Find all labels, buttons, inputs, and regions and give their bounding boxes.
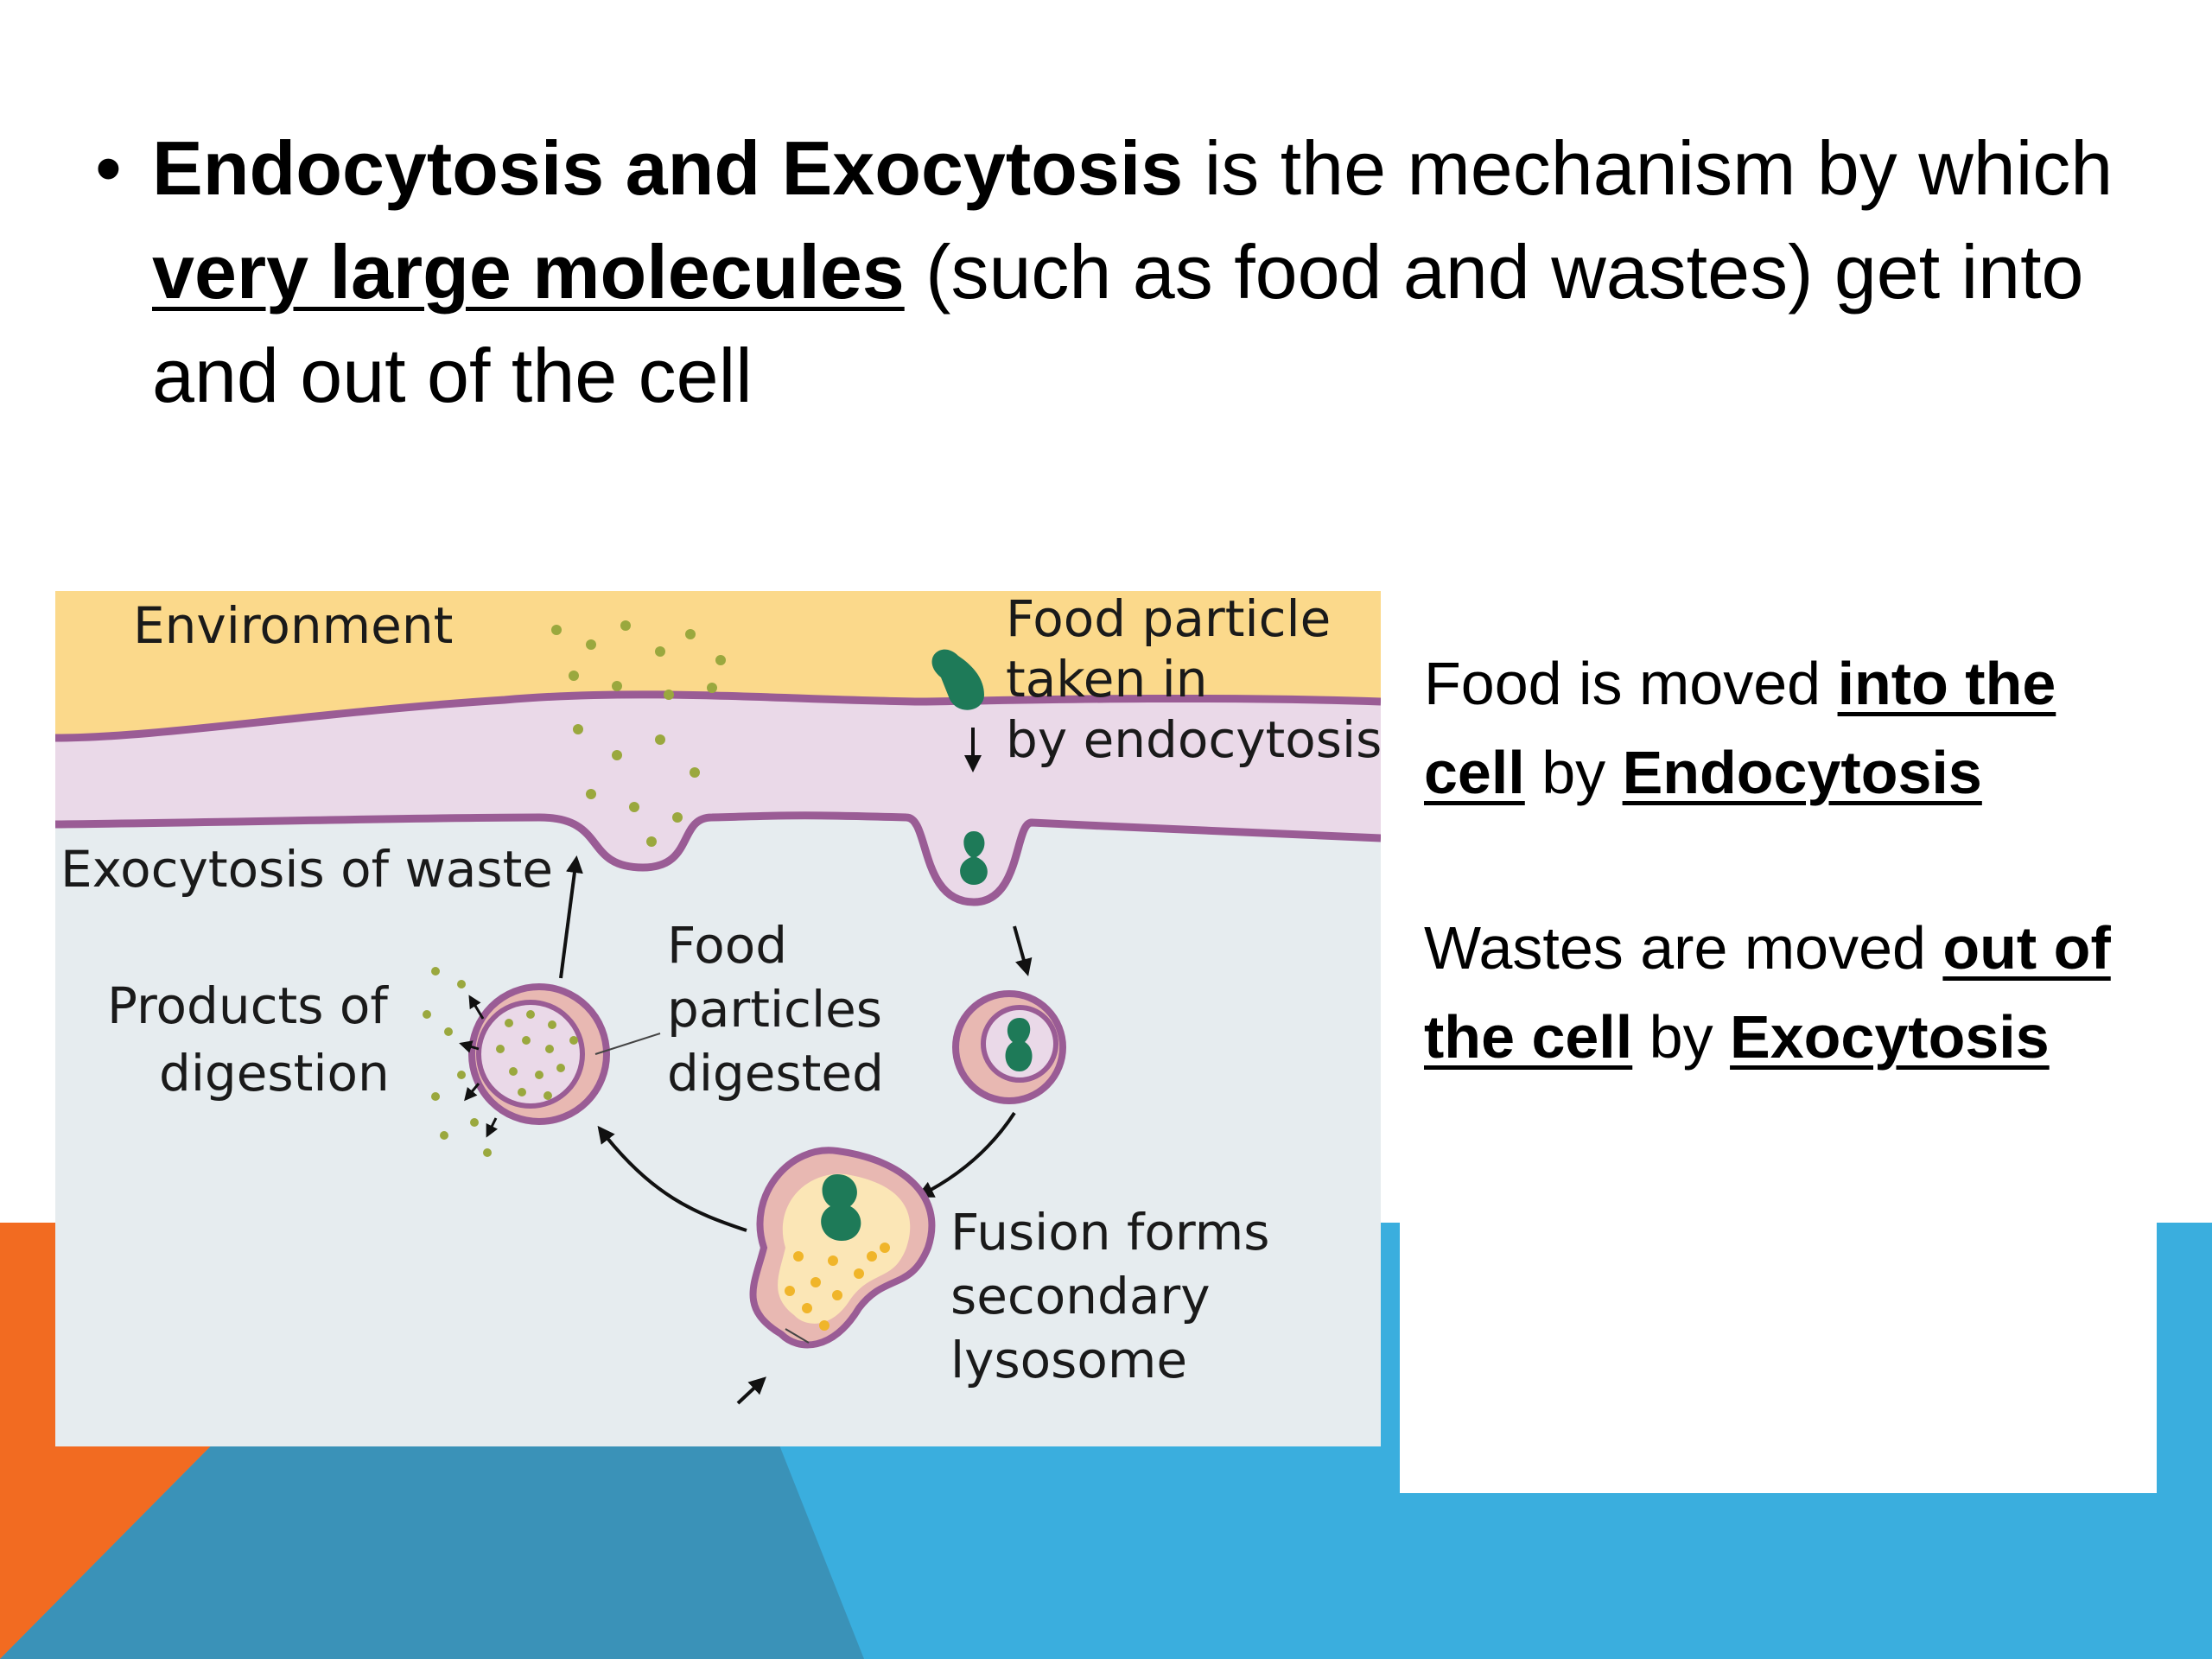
food-particle-outside <box>931 649 984 710</box>
endocytosis-summary: Food is moved into the cell by Endocytos… <box>1424 650 2056 806</box>
label-food-digested-line-2: particles <box>667 980 882 1039</box>
label-fusion-line-2: secondary <box>950 1267 1211 1325</box>
bullet-point: • Endocytosis and Exocytosis is the mech… <box>95 117 2134 428</box>
bullet-text: Endocytosis and Exocytosis is the mechan… <box>152 125 2113 418</box>
outer-membrane-line <box>55 690 1381 742</box>
label-food-particle-line-3: by endocytosis <box>1006 710 1381 769</box>
side-text-box: Food is moved into the cell by Endocytos… <box>1400 639 2157 1493</box>
label-fusion-line-1: Fusion forms <box>950 1203 1269 1262</box>
label-environment: Environment <box>133 596 453 655</box>
food-particle-in-pit <box>960 831 988 885</box>
cell-membrane <box>55 694 1381 902</box>
waste-particles <box>551 620 726 847</box>
label-food-particle-line-1: Food particle <box>1006 591 1331 648</box>
label-food-particle-line-2: taken in <box>1006 650 1208 709</box>
label-products-line-1: Products of <box>107 976 389 1035</box>
bullet-dot: • <box>95 125 122 211</box>
label-exocytosis: Exocytosis of waste <box>60 840 553 899</box>
label-food-digested-line-3: digested <box>667 1044 884 1103</box>
label-fusion-line-3: lysosome <box>950 1331 1187 1389</box>
exocytosis-summary: Wastes are moved out of the cell by Exoc… <box>1424 914 2111 1071</box>
bullet-underlined-term: very large molecules <box>152 229 905 315</box>
inner-membrane-line <box>55 811 1381 906</box>
endocytosis-diagram: Environment Food particle taken in by en… <box>55 591 1381 1446</box>
label-food-digested-line-1: Food <box>667 916 787 975</box>
bullet-bold-term: Endocytosis and Exocytosis <box>152 125 1184 211</box>
label-products-line-2: digestion <box>159 1044 390 1103</box>
